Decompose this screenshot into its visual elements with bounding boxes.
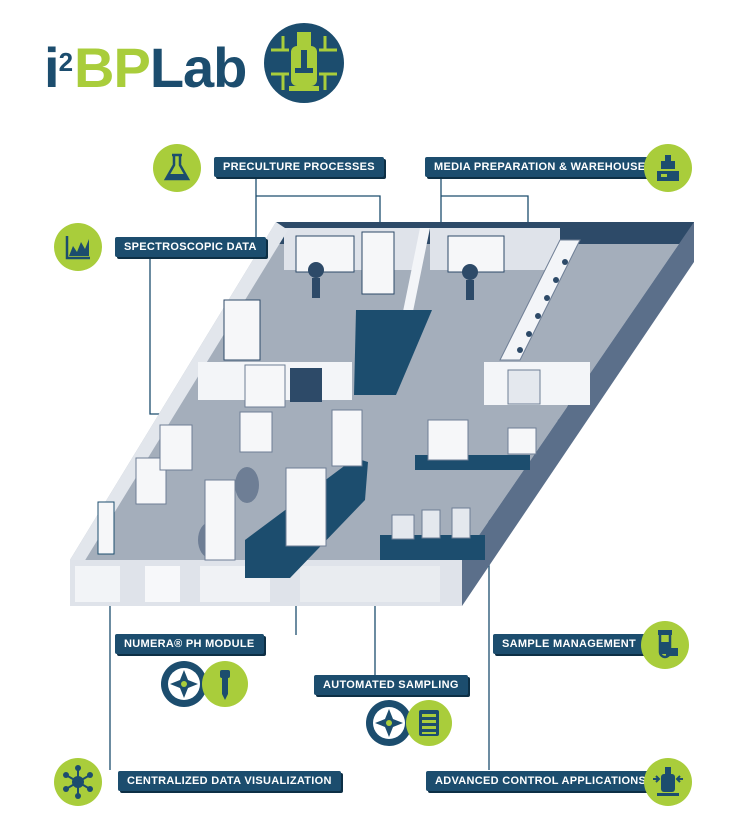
label-automated-sampling: AUTOMATED SAMPLING [314,675,468,695]
sample-rack-icon [406,700,452,746]
logo-wordmark: i2BPLab [44,36,248,100]
bioreactor-control-icon [644,758,692,806]
pipette-icon [202,661,248,707]
label-spectroscopic-data: SPECTROSCOPIC DATA [115,237,266,257]
balance-scale-icon [644,144,692,192]
label-sample-management: SAMPLE MANAGEMENT [493,634,646,654]
test-tube-icon [641,621,689,669]
label-preculture-processes: PRECULTURE PROCESSES [214,157,384,177]
label-media-preparation: MEDIA PREPARATION & WAREHOUSE [425,157,655,177]
flask-icon [153,144,201,192]
bioreactor-logo-icon [264,23,344,103]
label-advanced-control-applications: ADVANCED CONTROL APPLICATIONS [426,771,656,791]
right-wall [462,222,694,606]
label-centralized-data-visualization: CENTRALIZED DATA VISUALIZATION [118,771,341,791]
network-hub-icon [54,758,102,806]
logo-i: i [44,36,60,99]
chart-icon [54,223,102,271]
numera-device-icon-sampling [366,700,412,746]
label-numera-ph-module: NUMERA® PH MODULE [115,634,264,654]
bench-front [380,535,485,560]
logo-lab: Lab [149,36,248,99]
logo-bp: BP [74,36,151,99]
numera-device-icon [161,661,207,707]
logo: i2BPLab [44,22,364,112]
bench-center [354,310,432,395]
logo-superscript: 2 [58,47,74,77]
